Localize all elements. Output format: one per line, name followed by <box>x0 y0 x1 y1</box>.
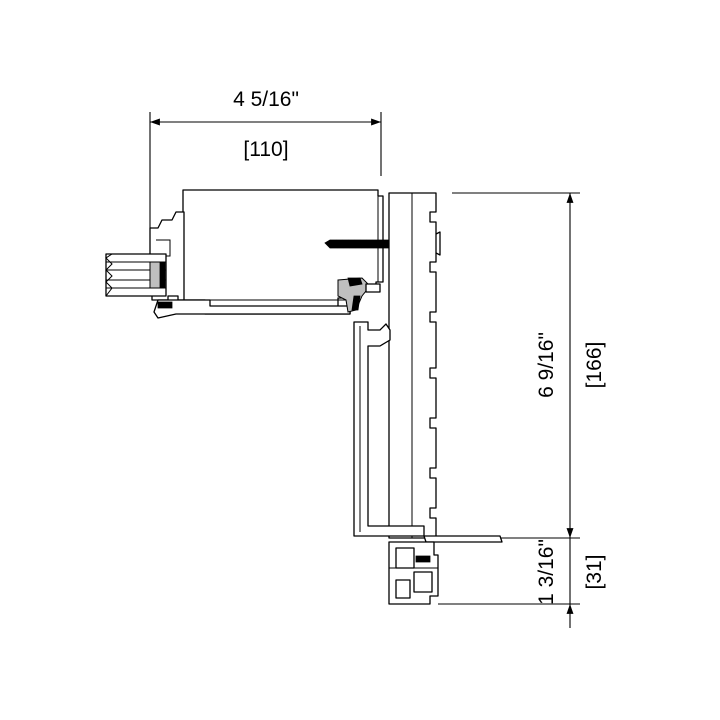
glass-seal <box>159 261 166 289</box>
height-metric-label: [166] <box>583 342 606 389</box>
side-jamb-channel <box>353 321 425 537</box>
width-dimension: 4 5/16" [110] <box>149 88 382 228</box>
sill-metric-label: [31] <box>583 554 606 589</box>
width-imperial-label: 4 5/16" <box>233 88 299 111</box>
head-bottom-flange <box>153 299 351 319</box>
height-imperial-label: 6 9/16" <box>535 332 558 398</box>
height-dimension: 6 9/16" [166] <box>452 192 606 539</box>
sill-dimension: 1 3/16" [31] <box>438 538 606 628</box>
weatherstrip-detail <box>337 277 381 313</box>
width-metric-label: [110] <box>243 138 288 161</box>
glass-unit <box>105 253 167 297</box>
sill-extrusion <box>388 541 439 605</box>
sill-flashing <box>423 535 503 543</box>
wall-frame <box>388 192 437 539</box>
sill-imperial-label: 1 3/16" <box>535 539 558 605</box>
